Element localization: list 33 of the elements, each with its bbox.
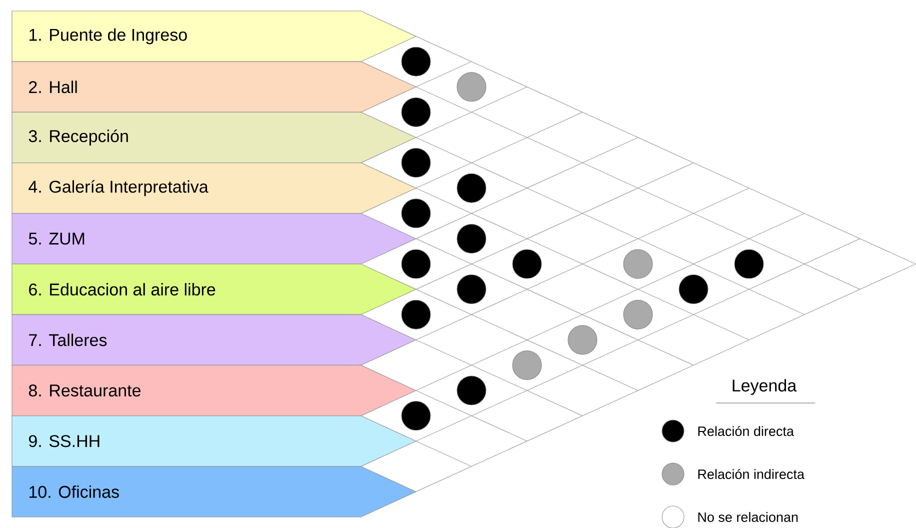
relation-dot	[401, 300, 431, 330]
relation-dot	[456, 376, 486, 406]
relation-dot	[401, 249, 431, 279]
relation-dot	[568, 325, 598, 355]
legend-text: No se relacionan	[698, 512, 798, 522]
legend-text: Relación indirecta	[698, 468, 804, 480]
relation-dot	[512, 249, 542, 279]
relation-dot	[401, 401, 431, 431]
relation-dot	[401, 46, 431, 76]
arrow-band: 8. Restaurante	[12, 364, 417, 416]
relation-dot	[456, 224, 486, 254]
relation-dot	[401, 148, 431, 178]
relation-dot	[623, 249, 653, 279]
relation-dot	[623, 300, 653, 330]
arrow-band: 3. Recepción	[12, 112, 417, 164]
relation-dot	[512, 350, 542, 380]
legend-heading: Leyenda	[732, 379, 797, 395]
arrow-band: 4. Galería Interpretativa	[12, 162, 417, 214]
arrow-band: 6. Educacion al aire libre	[12, 264, 417, 315]
relation-dot	[734, 249, 764, 279]
relation-dot	[456, 72, 486, 102]
relation-dot	[401, 198, 431, 228]
arrow-band: 2. Hall	[12, 61, 417, 112]
arrow-band: 10. Oficinas	[12, 466, 417, 518]
arrow-band: 5. ZUM	[12, 213, 417, 264]
arrow-band: 1. Puente de Ingreso	[12, 10, 417, 62]
legend-text: Relación directa	[698, 426, 794, 436]
arrow-band: 9. SS.HH	[12, 416, 417, 467]
relation-dot	[678, 274, 708, 304]
relation-dot	[456, 173, 486, 203]
arrow-band: 7. Talleres	[12, 314, 417, 366]
relation-dot	[456, 274, 486, 304]
relation-dot	[401, 97, 431, 127]
